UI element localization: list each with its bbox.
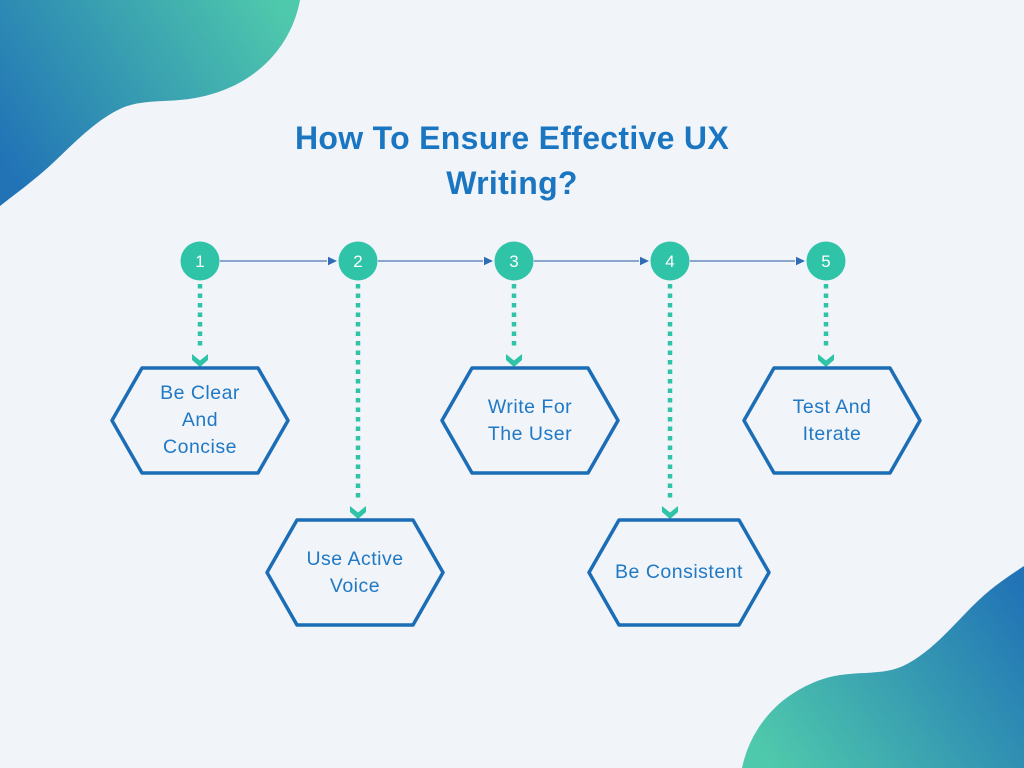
hexagon-shape-1 [110, 366, 290, 475]
hexagon-shape-5 [742, 366, 922, 475]
hexagon-label-1-line-2: And [181, 409, 219, 431]
step-circle-1: 1 [180, 241, 220, 281]
page-title-line-1: How To Ensure Effective UX [295, 120, 729, 156]
connector-arrow-icon-2-3 [484, 256, 493, 266]
hexagon-label-1-line-3: Concise [163, 436, 237, 458]
connector-arrow-icon-4-5 [796, 256, 805, 266]
corner-blob-bottom-right [742, 566, 1024, 768]
hexagon-label-1-line-1: Be Clear [160, 382, 240, 404]
hexagon-label-4: Be Consistent [589, 520, 769, 625]
corner-blob-top-left [0, 0, 300, 206]
connector-arrow-icon-1-2 [328, 256, 337, 266]
hexagon-label-2: Use Active Voice [265, 520, 445, 625]
dotted-arrows [192, 284, 834, 519]
timeline [220, 256, 805, 266]
hexagon-shape-4 [587, 518, 771, 627]
step-circle-4: 4 [650, 241, 690, 281]
hexagon-label-3-line-1: Write For [487, 395, 573, 418]
chevron-down-icon-2 [350, 506, 366, 519]
step-circle-2: 2 [338, 241, 378, 281]
hexagon-label-2-line-1: Use Active [306, 547, 404, 570]
hexagon-label-3: Write For The User [440, 368, 620, 473]
hexagon-label-3-line-2: The User [487, 422, 573, 445]
hexagon-label-1: Be Clear And Concise [110, 368, 290, 473]
hexagon-label-4-line-1: Be Consistent [615, 561, 743, 583]
step-number-1: 1 [195, 252, 204, 271]
chevron-down-icon-5 [818, 354, 834, 367]
step-circle-3: 3 [494, 241, 534, 281]
hexagon-label-2-line-2: Voice [329, 574, 381, 597]
step-number-4: 4 [665, 252, 674, 271]
step-number-5: 5 [821, 252, 830, 271]
chevron-down-icon-3 [506, 354, 522, 367]
page-title-line-2: Writing? [446, 165, 578, 201]
page-title: How To Ensure Effective UX Writing? [0, 116, 1024, 206]
hexagon-shape-2 [265, 518, 445, 627]
chevron-down-icon-4 [662, 506, 678, 519]
hexagon-label-5-line-1: Test And [792, 395, 872, 418]
step-number-2: 2 [353, 252, 362, 271]
step-circle-5: 5 [806, 241, 846, 281]
hexagon-shape-3 [440, 366, 620, 475]
chevron-down-icon-1 [192, 354, 208, 367]
hexagon-label-5-line-2: Iterate [802, 422, 862, 445]
hexagon-label-5: Test And Iterate [742, 368, 922, 473]
step-number-3: 3 [509, 252, 518, 271]
connector-arrow-icon-3-4 [640, 256, 649, 266]
